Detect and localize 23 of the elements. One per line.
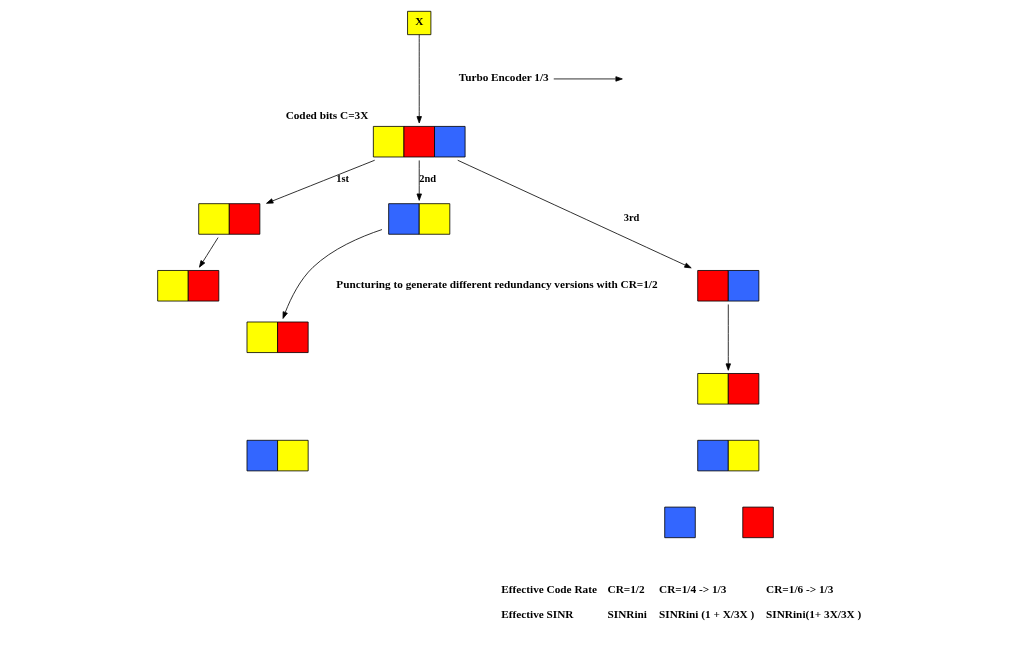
edge-label: 1st	[336, 173, 350, 185]
label: SINRini	[607, 608, 647, 621]
node-box: X	[407, 10, 432, 36]
arrow	[553, 76, 623, 82]
arrow	[266, 159, 376, 204]
node-text: Turbo Encoder 1/3	[458, 71, 549, 84]
label: Puncturing to generate different redundancy versions with CR=1/2	[336, 277, 658, 290]
label: CR=1/2	[607, 583, 645, 596]
label: CR=1/4 -> 1/3	[659, 583, 727, 596]
arrow	[416, 160, 422, 201]
label: SINRini(1+ 3X/3X )	[766, 608, 862, 621]
label: Effective SINR	[501, 608, 574, 621]
arrow	[199, 237, 219, 268]
arrow	[282, 229, 383, 319]
label: CR=1/6 -> 1/3	[766, 583, 834, 596]
label: Effective Code Rate	[501, 583, 597, 596]
node-label: Coded bits C=3X	[285, 109, 369, 122]
edge-label: 3rd	[623, 211, 640, 223]
edge-label: 2nd	[419, 173, 437, 185]
arrow	[457, 159, 692, 269]
label: SINRini (1 + X/3X )	[659, 608, 755, 621]
arrow	[725, 304, 731, 371]
arrow	[416, 34, 422, 124]
